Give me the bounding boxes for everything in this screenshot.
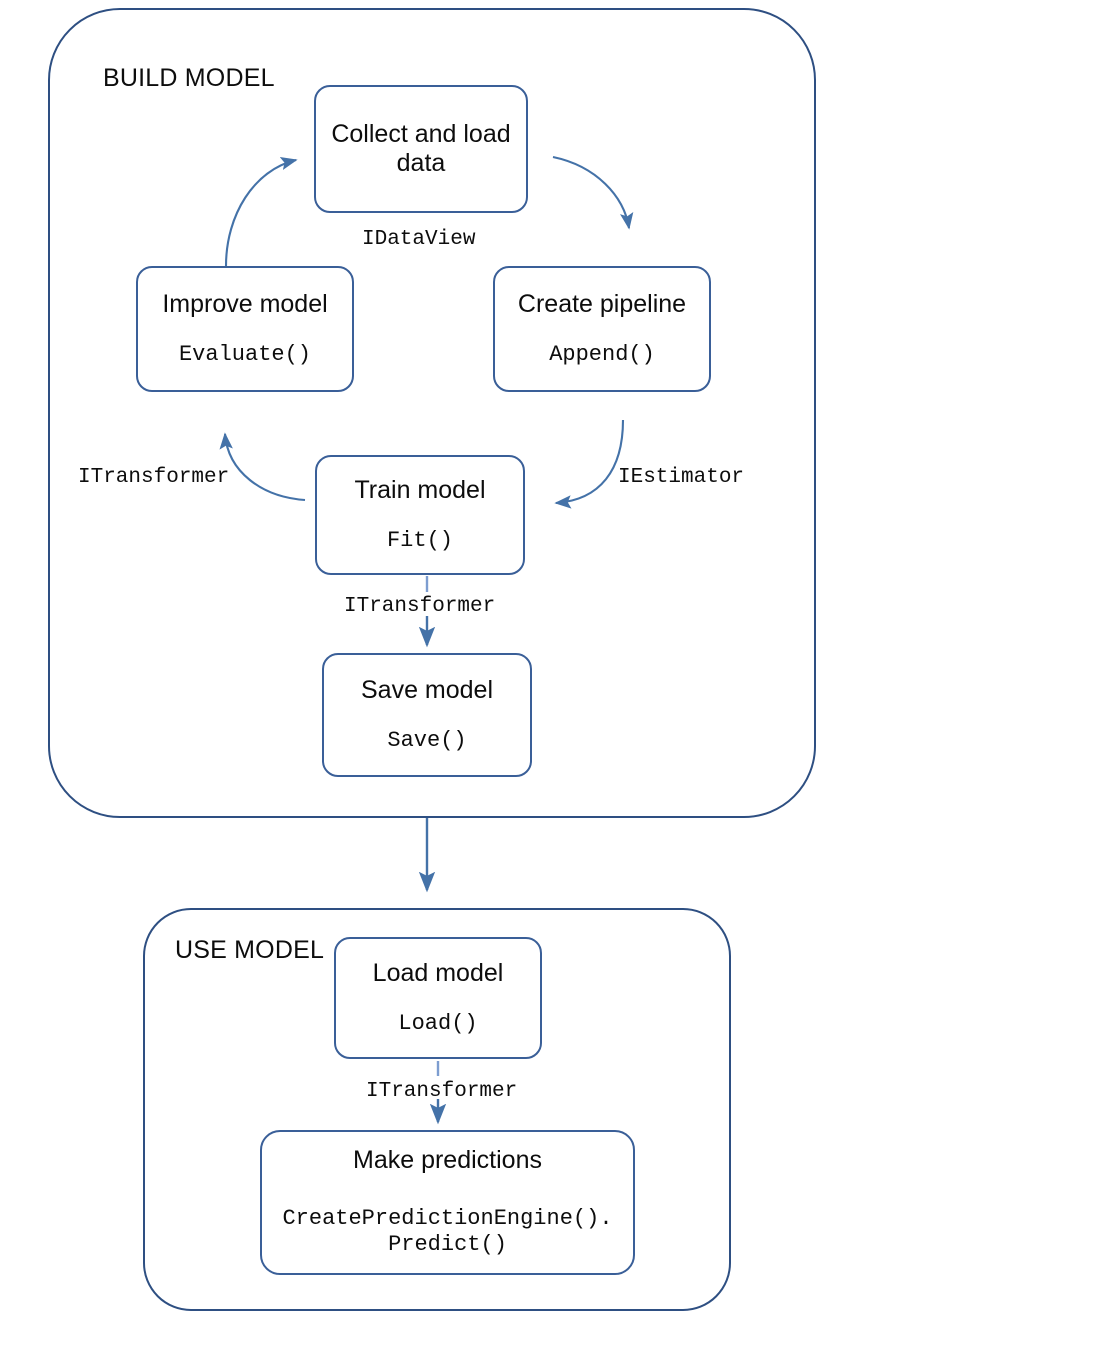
group-use-model	[143, 908, 731, 1311]
node-title: Save model	[360, 676, 494, 705]
edge-label-itransformer-load-to-predict: ITransformer	[366, 1080, 518, 1103]
edge-label-itransformer-train-to-save: ITransformer	[344, 595, 496, 618]
node-title: Train model	[354, 476, 486, 505]
node-api: Append()	[549, 341, 655, 367]
node-collect-and-load-data[interactable]: Collect and load data	[314, 85, 528, 213]
group-label-use-model: USE MODEL	[175, 936, 325, 964]
node-api: Load()	[398, 1010, 478, 1036]
node-load-model[interactable]: Load model Load()	[334, 937, 542, 1059]
node-api: Save()	[387, 727, 467, 753]
node-title: Collect and load data	[331, 119, 511, 178]
node-title: Load model	[372, 959, 504, 988]
edge-label-iestimator: IEstimator	[618, 466, 745, 489]
edge-label-idataview: IDataView	[362, 228, 476, 251]
node-train-model[interactable]: Train model Fit()	[315, 455, 525, 575]
edge-label-itransformer-train-to-improve: ITransformer	[78, 466, 230, 489]
node-api: Evaluate()	[178, 341, 312, 367]
node-save-model[interactable]: Save model Save()	[322, 653, 532, 777]
node-api: CreatePredictionEngine(). Predict()	[282, 1205, 613, 1258]
node-improve-model[interactable]: Improve model Evaluate()	[136, 266, 354, 392]
node-title: Improve model	[162, 290, 328, 319]
node-create-pipeline[interactable]: Create pipeline Append()	[493, 266, 711, 392]
node-make-predictions[interactable]: Make predictions CreatePredictionEngine(…	[260, 1130, 635, 1275]
node-title: Make predictions	[353, 1146, 542, 1175]
group-build-model	[48, 8, 816, 818]
group-label-build-model: BUILD MODEL	[103, 64, 275, 92]
node-title: Create pipeline	[517, 290, 687, 319]
node-api: Fit()	[386, 527, 453, 553]
